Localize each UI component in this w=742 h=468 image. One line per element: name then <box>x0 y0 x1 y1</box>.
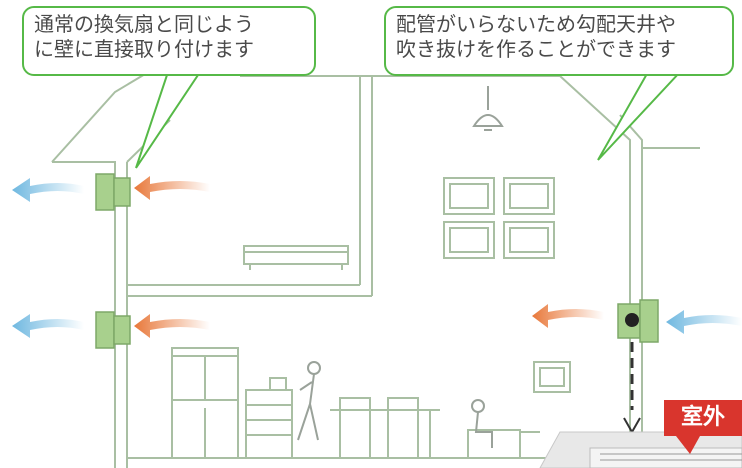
outdoor-badge-pointer <box>676 436 700 454</box>
wall-picture-frames <box>443 177 571 393</box>
callout-wall-mount-line1: 通常の換気扇と同じよう <box>34 12 254 36</box>
callout-no-piping: 配管がいらないため勾配天井や 吹き抜けを作ることができます <box>384 6 734 76</box>
callout-wall-mount-line2: に壁に直接取り付けます <box>34 37 254 61</box>
warm-air-arrow <box>134 176 210 200</box>
cool-air-arrow <box>12 314 84 338</box>
wall-fan-icon <box>617 299 659 343</box>
pendant-lamp-icon <box>472 86 504 131</box>
cool-air-arrow <box>666 310 742 334</box>
ground-floor-furniture <box>171 347 540 459</box>
wall-fan-icon <box>95 173 131 211</box>
callout-no-piping-line2: 吹き抜けを作ることができます <box>396 37 676 61</box>
people-figures <box>297 361 493 448</box>
callout-pointers <box>135 71 683 169</box>
cool-air-arrow <box>12 178 84 202</box>
outdoor-badge: 室外 <box>664 400 742 436</box>
duct-line-icon <box>623 326 641 435</box>
callout-wall-mount: 通常の換気扇と同じよう に壁に直接取り付けます <box>22 6 316 76</box>
warm-air-arrow <box>532 304 604 328</box>
upper-floor-sofa <box>243 245 349 270</box>
callout-no-piping-line1: 配管がいらないため勾配天井や <box>396 12 676 36</box>
warm-air-arrow <box>134 314 210 338</box>
outdoor-unit <box>539 431 742 468</box>
house-outline <box>51 56 700 468</box>
wall-fan-icon <box>95 311 131 349</box>
